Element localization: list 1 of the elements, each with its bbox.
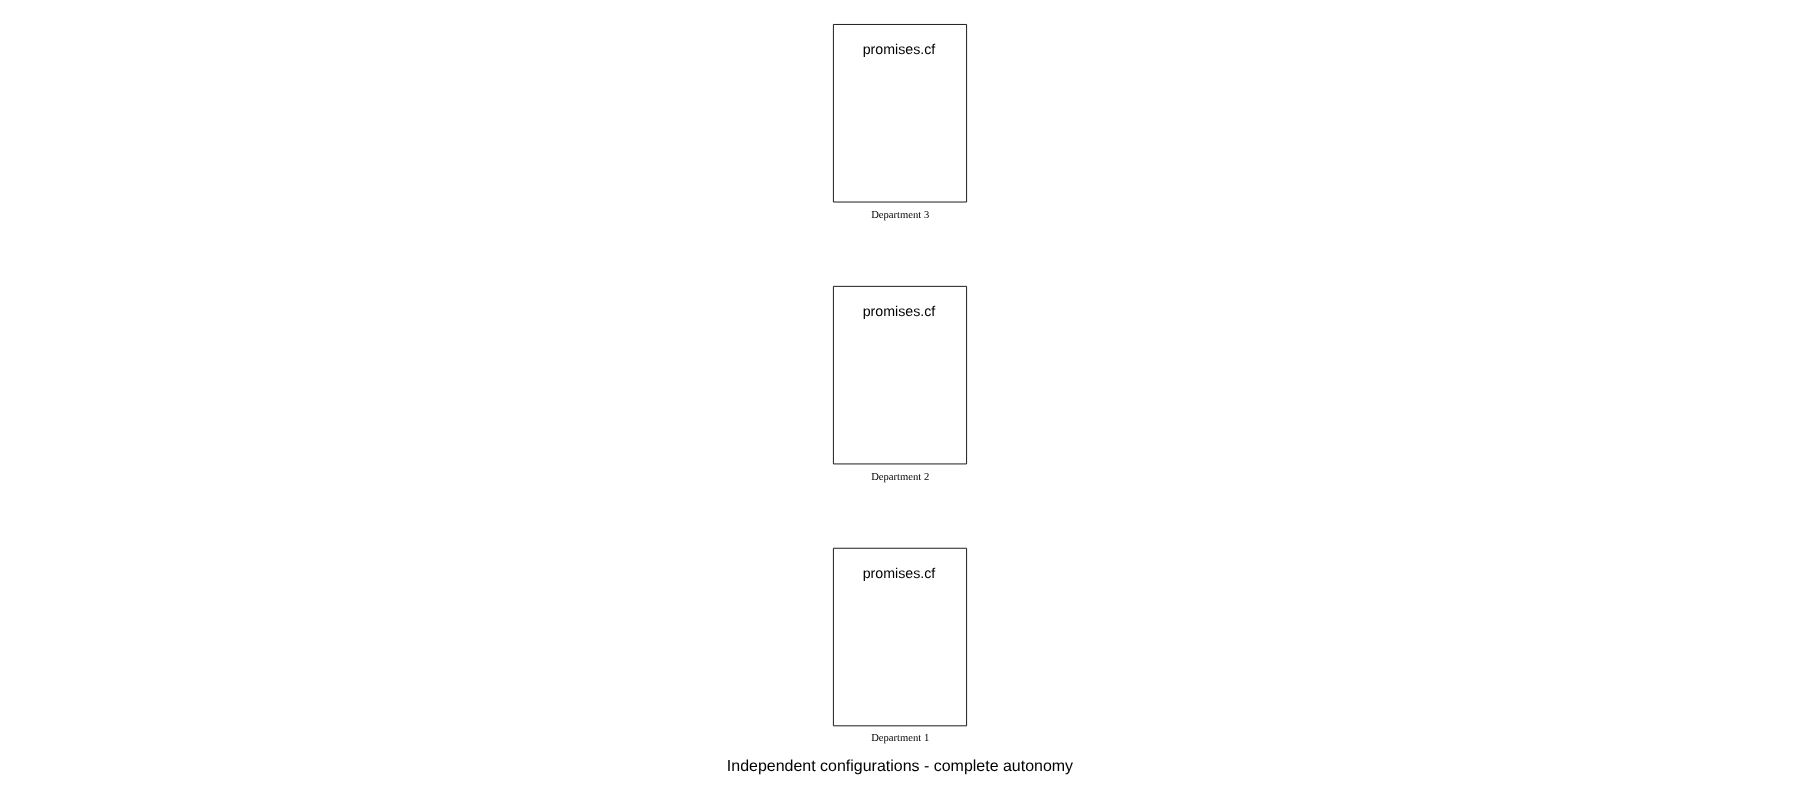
caption: Independent configurations - complete autonomy: [726, 757, 1074, 776]
